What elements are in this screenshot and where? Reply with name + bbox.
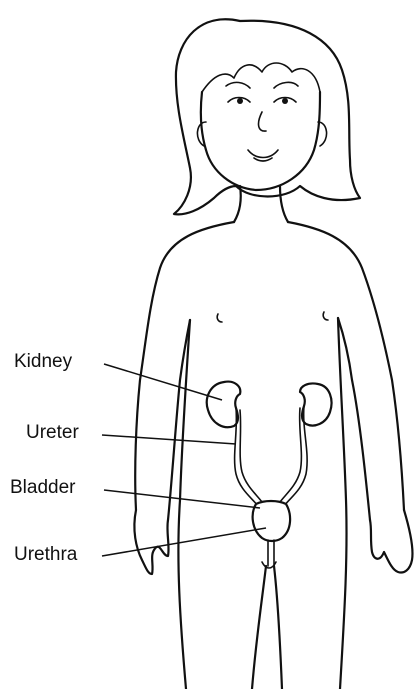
right-eyebrow — [274, 82, 298, 88]
right-nipple — [323, 312, 328, 320]
bladder — [253, 501, 290, 541]
right-inner-leg — [274, 566, 282, 689]
left-pupil — [237, 98, 243, 104]
left-eyebrow — [226, 82, 250, 88]
kidney-pointer — [104, 364, 222, 400]
ureter-right-inner — [280, 408, 301, 502]
right-pupil — [282, 98, 288, 104]
lower-lip — [254, 158, 272, 161]
kidney-left — [207, 382, 241, 428]
bladder-pointer — [104, 490, 260, 508]
left-arm-outer — [135, 222, 234, 510]
hair-fringe — [202, 63, 320, 92]
left-arm-inner — [168, 320, 190, 520]
urethra-pointer — [102, 528, 266, 556]
neck-left — [234, 186, 241, 222]
neck-right — [280, 186, 288, 222]
ureter-left-outer — [235, 408, 258, 506]
ureter-pointer — [102, 435, 236, 444]
bladder-label: Bladder — [10, 477, 76, 499]
kidney-label: Kidney — [14, 351, 72, 373]
right-hand — [370, 510, 413, 573]
ureter-label: Ureter — [26, 422, 79, 444]
right-arm-outer — [288, 222, 404, 510]
ureter-right-outer — [284, 406, 307, 506]
left-hand — [134, 510, 168, 574]
nose — [259, 112, 266, 131]
mouth — [248, 150, 278, 158]
face — [201, 92, 320, 190]
right-torso-side — [338, 318, 347, 689]
left-nipple — [217, 314, 222, 322]
left-inner-leg — [252, 566, 266, 689]
urethra-label: Urethra — [14, 544, 77, 566]
kidney-right — [300, 383, 332, 425]
